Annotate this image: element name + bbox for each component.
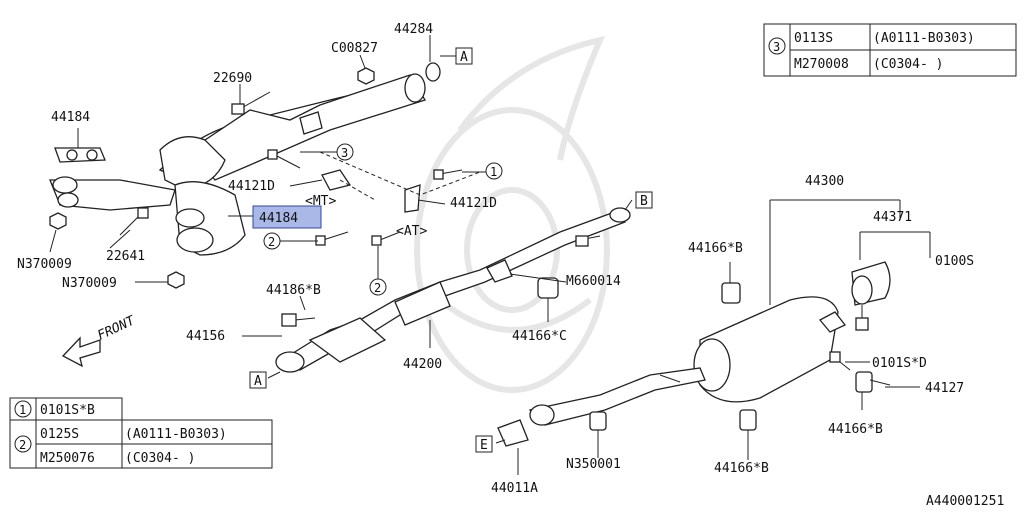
mt-note: <MT> xyxy=(305,194,336,209)
ref-a-bottom: A xyxy=(254,374,262,389)
ref-e: E xyxy=(480,438,488,453)
part-label-c00827: C00827 xyxy=(331,41,378,56)
table-top-row2-code: M270008 xyxy=(794,57,849,72)
part-label-44121d-at: 44121D xyxy=(450,196,497,211)
part-label-44200: 44200 xyxy=(403,357,442,372)
ref-a-top: A xyxy=(460,50,468,65)
table-bottom-row2-code1: 0125S xyxy=(40,427,79,442)
leader-lines xyxy=(49,35,931,475)
part-label-44284: 44284 xyxy=(394,22,433,37)
part-label-44184-highlighted: 44184 xyxy=(259,211,298,226)
front-arrow: FRONT xyxy=(61,313,138,368)
part-label-n370009-a: N370009 xyxy=(17,257,72,272)
part-label-m660014: M660014 xyxy=(566,274,621,289)
part-label-44166b-right: 44166*B xyxy=(828,422,883,437)
part-label-n350001: N350001 xyxy=(566,457,621,472)
part-label-44166c: 44166*C xyxy=(512,329,567,344)
part-label-22641: 22641 xyxy=(106,249,145,264)
table-bottom-row1-circle: 1 xyxy=(19,403,26,417)
ref-circle-2-left: 2 xyxy=(268,235,275,249)
ref-b: B xyxy=(640,194,648,209)
part-label-44186b: 44186*B xyxy=(266,283,321,298)
part-labels: 44284 C00827 22690 44184 44121D <MT> 441… xyxy=(17,22,974,496)
at-note: <AT> xyxy=(396,224,427,239)
watermark-emblem xyxy=(414,35,610,393)
reference-markers: A A B E 1 2 2 3 xyxy=(249,47,653,453)
diagram-id: A440001251 xyxy=(926,494,1004,509)
table-bottom-row2-code2: M250076 xyxy=(40,451,95,466)
table-bottom-row2-range2: (C0304- ) xyxy=(125,451,195,466)
center-pipe-assembly xyxy=(275,207,631,373)
table-bottom-left: 1 0101S*B 2 0125S (A0111-B0303) M250076 … xyxy=(9,397,273,469)
part-label-44011a: 44011A xyxy=(491,481,538,496)
part-label-44121d-mt: 44121D xyxy=(228,179,275,194)
table-top-row2-range: (C0304- ) xyxy=(873,57,943,72)
table-top-row1-code: 0113S xyxy=(794,31,833,46)
table-bottom-row1-code: 0101S*B xyxy=(40,403,95,418)
front-pipe-assembly xyxy=(49,62,481,289)
part-label-44184-top: 44184 xyxy=(51,110,90,125)
part-label-0101sd: 0101S*D xyxy=(872,356,927,371)
front-label: FRONT xyxy=(95,313,138,344)
part-label-44300: 44300 xyxy=(805,174,844,189)
table-top-right: 3 0113S (A0111-B0303) M270008 (C0304- ) xyxy=(763,23,1017,77)
part-label-44127: 44127 xyxy=(925,381,964,396)
ref-circle-2-bottom: 2 xyxy=(374,281,381,295)
part-label-0100s: 0100S xyxy=(935,254,974,269)
ref-circle-1: 1 xyxy=(490,165,497,179)
part-label-n370009-b: N370009 xyxy=(62,276,117,291)
part-label-44371: 44371 xyxy=(873,210,912,225)
part-label-44166b-upper: 44166*B xyxy=(688,241,743,256)
table-top-circle: 3 xyxy=(773,40,780,54)
ref-circle-3: 3 xyxy=(341,146,348,160)
part-label-44166b-lower: 44166*B xyxy=(714,461,769,476)
part-label-44156: 44156 xyxy=(186,329,225,344)
table-top-row1-range: (A0111-B0303) xyxy=(873,31,975,46)
table-bottom-row2-range1: (A0111-B0303) xyxy=(125,427,227,442)
part-label-22690: 22690 xyxy=(213,71,252,86)
table-bottom-row2-circle: 2 xyxy=(19,438,26,452)
rear-muffler-assembly xyxy=(497,261,891,447)
highlighted-part-44184[interactable]: 44184 xyxy=(252,205,322,229)
